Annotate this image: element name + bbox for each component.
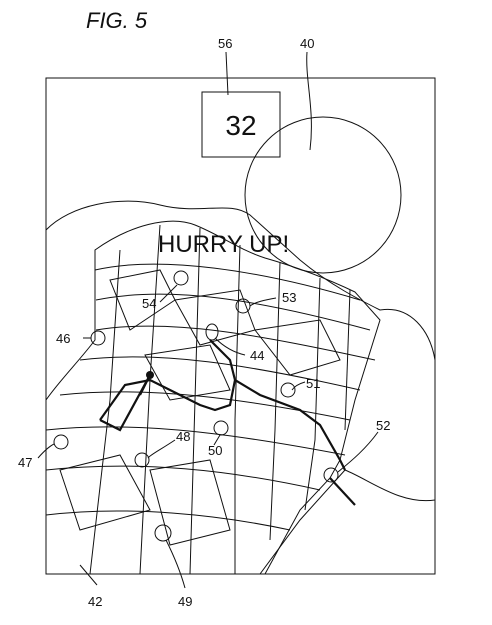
ref-53: 53	[282, 290, 296, 305]
route-end	[329, 477, 356, 506]
grid-patch	[254, 319, 341, 376]
ref-50: 50	[208, 443, 222, 458]
item-circle	[134, 452, 150, 468]
item-circle	[173, 270, 189, 286]
timer-box	[201, 91, 281, 158]
terrain-outline	[46, 200, 435, 574]
ref-46: 46	[56, 331, 70, 346]
ref-48: 48	[176, 429, 190, 444]
ref-42: 42	[88, 594, 102, 609]
map-items	[53, 270, 339, 542]
item-circle	[323, 467, 339, 483]
grid-mesh	[46, 224, 376, 574]
ref-40: 40	[300, 36, 314, 51]
ref-56: 56	[218, 36, 232, 51]
ref-47: 47	[18, 455, 32, 470]
grid-patch	[59, 454, 151, 531]
item-circle	[213, 420, 229, 436]
ref-54: 54	[142, 296, 156, 311]
figure-title: FIG. 5	[86, 8, 148, 33]
route-segment	[234, 379, 346, 471]
grid-patch	[149, 459, 231, 546]
grid-patch	[174, 289, 256, 346]
leader-lines	[37, 51, 379, 589]
item-circle	[90, 330, 106, 346]
player-marker	[146, 371, 154, 379]
item-circle	[154, 524, 172, 542]
ref-44: 44	[250, 348, 264, 363]
screen-frame	[45, 77, 436, 575]
grid-patch	[144, 344, 231, 401]
ref-49: 49	[178, 594, 192, 609]
item-circle	[53, 434, 69, 450]
timer-value: 32	[225, 110, 256, 141]
ref-52: 52	[376, 418, 390, 433]
circle-indicator	[244, 116, 402, 274]
item-circle	[280, 382, 296, 398]
hurry-message: HURRY UP!	[158, 231, 289, 258]
route-path	[99, 339, 237, 421]
ref-51: 51	[306, 376, 320, 391]
item-oval	[205, 323, 219, 341]
